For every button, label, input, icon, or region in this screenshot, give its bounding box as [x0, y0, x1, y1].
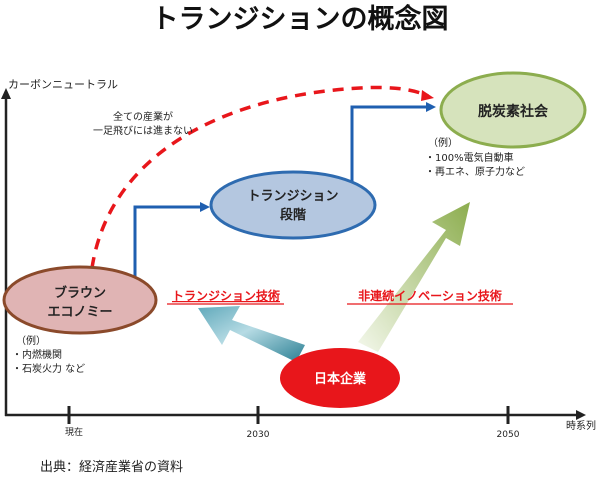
- step-arrow: [350, 102, 436, 195]
- y-axis-label: カーボンニュートラル: [8, 78, 118, 91]
- example-text: ・再エネ、原子力など: [425, 165, 525, 178]
- step-arrow: [133, 202, 210, 295]
- node-label: トランジション: [247, 189, 338, 204]
- example-text: （例）: [16, 334, 46, 347]
- transition-stage-node: トランジション 段階: [209, 170, 377, 240]
- tick-label: 2030: [247, 430, 270, 440]
- x-axis-label: 時系列: [566, 419, 596, 432]
- x-axis: [5, 406, 586, 424]
- example-text: ・100%電気自動車: [425, 151, 514, 164]
- source-text: 出典：経済産業省の資料: [40, 459, 183, 474]
- innovation-tech-label: 非連続イノベーション技術: [358, 288, 502, 303]
- note-line: 全ての産業が: [113, 110, 173, 123]
- node-label: エコノミー: [47, 305, 112, 320]
- node-label: 脱炭素社会: [478, 103, 549, 120]
- example-text: ・石炭火力 など: [12, 362, 85, 375]
- japan-companies-node: 日本企業: [280, 348, 400, 408]
- innovation-tech-arrow: [358, 202, 470, 352]
- node-label: ブラウン: [54, 285, 106, 301]
- node-label: 日本企業: [314, 371, 367, 387]
- note-line: 一足飛びには進まない: [93, 125, 193, 137]
- y-axis: [1, 88, 11, 416]
- page-title: トランジションの概念図: [152, 3, 449, 35]
- transition-tech-arrow: [198, 306, 305, 362]
- brown-economy-node: ブラウン エコノミー: [2, 265, 158, 335]
- transition-tech-label: トランジション技術: [172, 288, 280, 303]
- example-text: ・内燃機関: [12, 348, 62, 361]
- tick-label: 現在: [65, 426, 83, 438]
- tick-label: 2050: [497, 430, 520, 440]
- example-text: （例）: [428, 136, 458, 149]
- dashed-curve-arrow: [90, 85, 434, 269]
- node-label: 段階: [280, 207, 306, 223]
- decarbonized-society-node: 脱炭素社会: [439, 71, 587, 149]
